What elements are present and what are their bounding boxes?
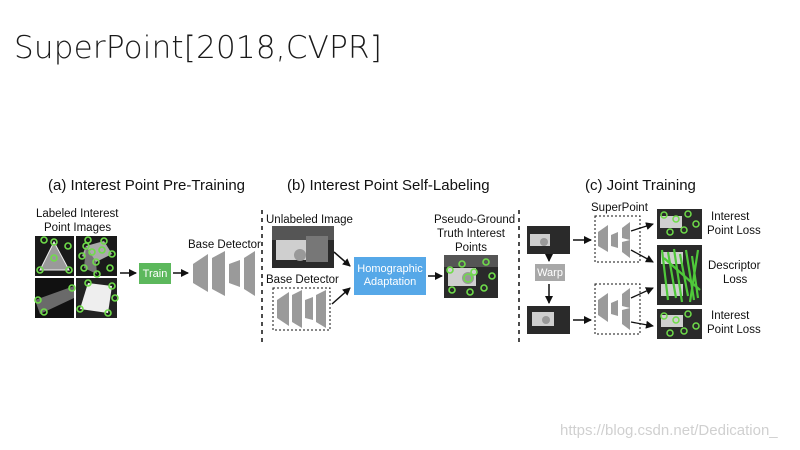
unlabeled-image [272,226,334,268]
base-detector-b-network [277,290,326,328]
arrow-sp-bottom-to-ip-loss [631,322,653,326]
arrow-image-to-homog [334,252,350,266]
arrow-detector-to-homog [332,288,350,304]
watermark: https://blog.csdn.net/Dedication_ [560,422,778,439]
ip-loss-top-image [657,209,702,239]
superpoint-network-bottom [598,288,630,330]
superpoint-network-top [598,222,630,258]
labeled-images-grid [35,236,118,318]
ip-loss-bottom-image [657,309,702,339]
train-box: Train [139,263,171,284]
base-detector-a-network [193,251,255,296]
descriptor-loss-image [657,245,702,305]
arrow-sp-top-to-ip-loss [631,224,653,231]
joint-input-image-bottom [527,306,570,334]
homographic-adaptation-box: Homographic Adaptation [354,257,426,295]
arrow-sp-bottom-to-desc [631,288,653,298]
warp-box: Warp [535,264,565,281]
joint-input-image-top [527,226,570,254]
pseudo-gt-image [444,255,498,298]
arrow-sp-top-to-desc [631,250,653,262]
